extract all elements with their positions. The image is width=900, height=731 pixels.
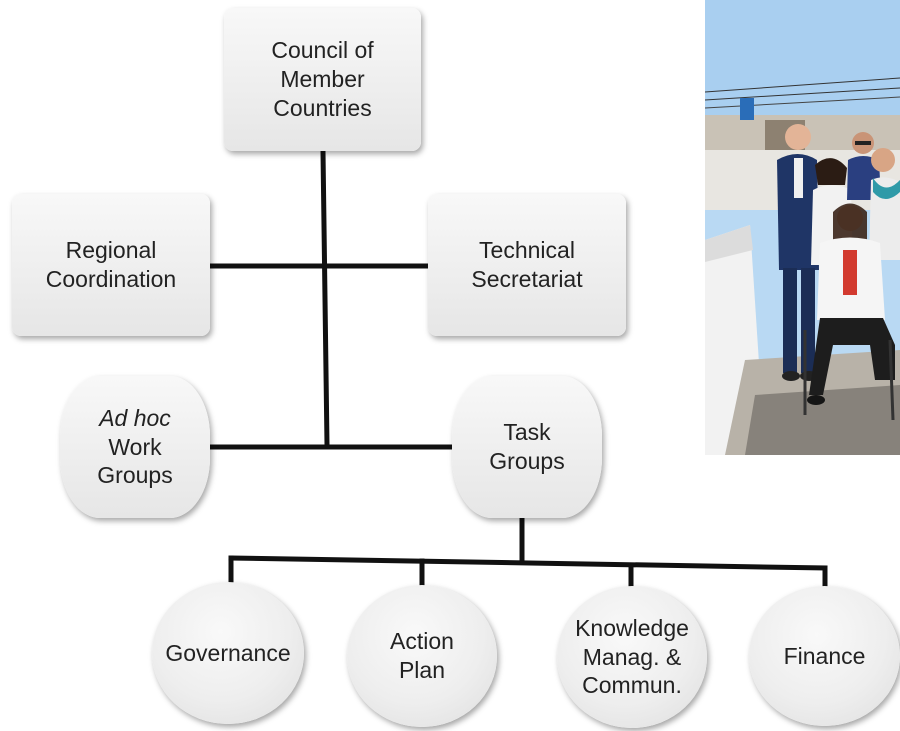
node-secretariat-label: Technical Secretariat — [471, 237, 583, 292]
branch-bus-line — [228, 555, 828, 571]
node-council: Council of Member Countries — [224, 8, 421, 151]
node-technical-secretariat: Technical Secretariat — [428, 194, 626, 336]
node-regional-coordination: Regional Coordination — [12, 194, 210, 336]
node-governance-label: Governance — [165, 639, 291, 666]
node-council-label: Council of Member Countries — [271, 37, 374, 121]
node-task-groups: Task Groups — [452, 376, 602, 518]
node-action-plan: Action Plan — [347, 585, 497, 727]
node-governance: Governance — [152, 582, 304, 724]
group-photo-image — [705, 0, 900, 455]
node-task-label: Task Groups — [489, 419, 565, 474]
adhoc-italic-text: Ad hoc — [99, 404, 171, 431]
adhoc-rest-text: Work Groups — [97, 433, 173, 489]
node-knowledge-label: Knowledge Manag. & Commun. — [575, 614, 689, 699]
node-regional-label: Regional Coordination — [45, 237, 177, 292]
trunk-line — [320, 149, 330, 448]
node-knowledge-management: Knowledge Manag. & Commun. — [557, 586, 707, 728]
node-action-plan-label: Action Plan — [390, 628, 454, 683]
node-finance: Finance — [749, 586, 900, 726]
node-finance-label: Finance — [783, 642, 866, 669]
group-photo — [705, 0, 900, 455]
